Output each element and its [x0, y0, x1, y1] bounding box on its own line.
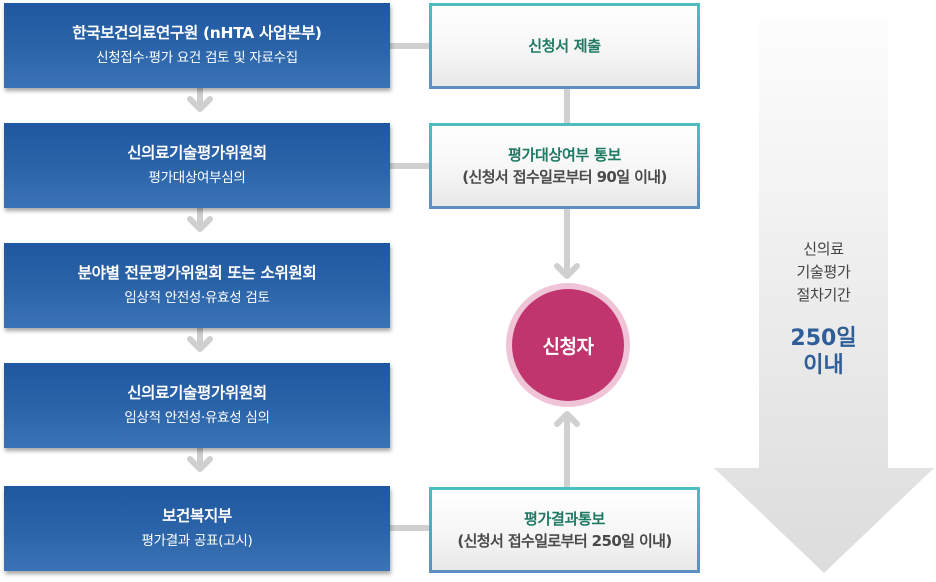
- period-label-line: 절차기간: [796, 286, 851, 304]
- arrowhead-down-icon: [187, 336, 213, 352]
- notice-body: 신청서 제출: [432, 6, 697, 86]
- process-step-ministry: 보건복지부 평가결과 공표(고시): [4, 486, 390, 571]
- applicant-node: 신청자: [506, 283, 630, 407]
- notice-body: 평가결과통보 (신청서 접수일로부터 250일 이내): [432, 490, 697, 570]
- step-title: 분야별 전문평가위원회 또는 소위원회: [77, 264, 317, 282]
- arrowhead-up-icon: [554, 411, 580, 427]
- period-info: 신의료 기술평가 절차기간 250일 이내: [759, 238, 888, 379]
- process-step-committee-eligibility: 신의료기술평가위원회 평가대상여부심의: [4, 123, 390, 208]
- period-label-line: 기술평가: [796, 263, 851, 281]
- process-step-committee-deliberation: 신의료기술평가위원회 임상적 안전성·유효성 심의: [4, 363, 390, 448]
- notice-subtitle: (신청서 접수일로부터 90일 이내): [462, 168, 667, 186]
- step-subtitle: 신청접수·평가 요건 검토 및 자료수집: [96, 50, 298, 66]
- step-title: 신의료기술평가위원회: [127, 144, 267, 162]
- period-value-line: 250일: [790, 326, 857, 351]
- notice-application-submit: 신청서 제출: [429, 3, 700, 89]
- period-value-line: 이내: [803, 353, 844, 378]
- step-subtitle: 임상적 안전성·유효성 심의: [124, 410, 270, 426]
- notice-body: 평가대상여부 통보 (신청서 접수일로부터 90일 이내): [432, 126, 697, 206]
- notice-subtitle: (신청서 접수일로부터 250일 이내): [457, 532, 672, 550]
- notice-title: 신청서 제출: [528, 37, 601, 55]
- applicant-label: 신청자: [512, 289, 624, 401]
- notice-eligibility-result: 평가대상여부 통보 (신청서 접수일로부터 90일 이내): [429, 123, 700, 209]
- step-title: 보건복지부: [162, 507, 232, 525]
- notice-evaluation-result: 평가결과통보 (신청서 접수일로부터 250일 이내): [429, 487, 700, 573]
- period-label-line: 신의료: [803, 240, 844, 258]
- arrowhead-down-icon: [187, 456, 213, 472]
- arrowhead-down-icon: [187, 96, 213, 112]
- process-step-nhta: 한국보건의료연구원 (nHTA 사업본부) 신청접수·평가 요건 검토 및 자료…: [4, 3, 390, 88]
- step-title: 신의료기술평가위원회: [127, 384, 267, 402]
- notice-title: 평가대상여부 통보: [508, 146, 621, 164]
- step-subtitle: 평가대상여부심의: [148, 170, 246, 186]
- process-step-expert-review: 분야별 전문평가위원회 또는 소위원회 임상적 안전성·유효성 검토: [4, 243, 390, 328]
- step-subtitle: 임상적 안전성·유효성 검토: [124, 290, 270, 306]
- arrowhead-down-icon: [187, 216, 213, 232]
- notice-title: 평가결과통보: [523, 510, 605, 528]
- arrowhead-down-icon: [554, 263, 580, 279]
- step-title: 한국보건의료연구원 (nHTA 사업본부): [72, 24, 322, 42]
- step-subtitle: 평가결과 공표(고시): [141, 533, 253, 549]
